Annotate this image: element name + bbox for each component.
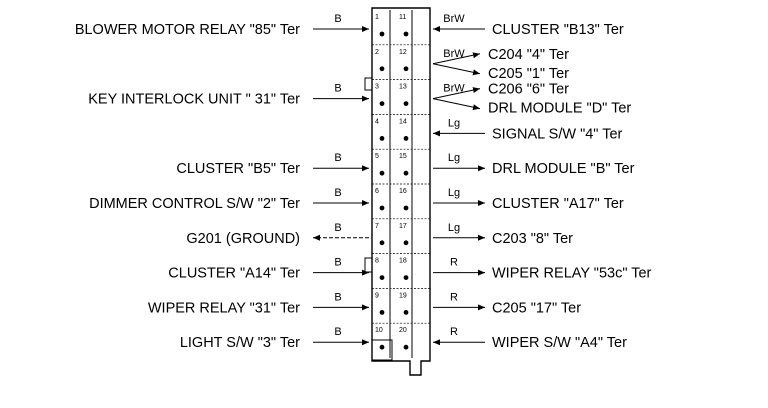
pin-terminal (379, 31, 385, 37)
pin-number: 14 (399, 118, 407, 125)
wire-color-label: B (334, 152, 341, 164)
pin-terminal (379, 344, 385, 350)
right-terminal-label: C205 "17" Ter (492, 300, 581, 316)
wire-arrow-out (432, 98, 481, 111)
wire-color-label: R (450, 291, 458, 303)
pin-terminal (403, 344, 409, 350)
left-terminal-label: BLOWER MOTOR RELAY "85" Ter (75, 22, 300, 38)
pin-terminal (379, 136, 385, 141)
pin-number: 1 (375, 14, 379, 21)
wire-color-label: B (334, 187, 341, 199)
left-terminal-label: WIPER RELAY "31" Ter (148, 300, 300, 316)
pin-terminal (379, 310, 385, 315)
pin-number: 6 (375, 188, 379, 195)
wire-color-label: Lg (448, 222, 460, 234)
pin-number: 18 (399, 258, 407, 265)
wire-color-label: Lg (448, 187, 460, 199)
wire-color-label: Lg (448, 117, 460, 129)
wire-color-label: R (450, 257, 458, 269)
pin-number: 3 (375, 84, 379, 91)
wire-color-label: Lg (448, 152, 460, 164)
right-terminal-label: SIGNAL S/W "4" Ter (492, 126, 623, 142)
pin-terminal (403, 205, 409, 211)
pin-terminal (379, 275, 385, 280)
right-terminal-label: C206 "6" Ter (488, 82, 569, 98)
wire-color-label: B (334, 257, 341, 269)
left-terminal-label: G201 (GROUND) (186, 231, 300, 247)
pin-terminal (403, 240, 409, 246)
wire-arrow-out (432, 63, 481, 76)
wire-color-label: B (334, 326, 341, 338)
pin-terminal (403, 66, 409, 72)
left-terminal-label: LIGHT S/W "3" Ter (180, 335, 300, 351)
right-terminal-label: DRL MODULE "D" Ter (488, 101, 631, 117)
right-terminal-label: CLUSTER "A17" Ter (492, 196, 624, 212)
pin-number: 8 (375, 258, 379, 265)
pin-number: 11 (399, 14, 406, 21)
right-terminal-label: WIPER S/W "A4" Ter (492, 335, 627, 351)
pin-terminal (379, 170, 385, 176)
wire-color-label: B (334, 83, 341, 95)
pin-number: 10 (375, 327, 383, 334)
left-terminal-label: CLUSTER "A14" Ter (168, 266, 300, 282)
wire-color-label: BrW (443, 83, 465, 95)
pin-number: 5 (375, 153, 379, 160)
right-terminal-label: CLUSTER "B13" Ter (492, 22, 624, 38)
pin-terminal (403, 275, 409, 280)
pin-number: 9 (375, 292, 379, 299)
pin-number: 2 (375, 49, 379, 56)
pin-number: 20 (399, 327, 407, 334)
pin-terminal (379, 101, 385, 106)
pin-number: 7 (375, 223, 379, 230)
pin-terminal (403, 310, 409, 315)
right-terminal-label: C205 "1" Ter (488, 66, 569, 82)
wire-color-label: BrW (443, 13, 465, 25)
left-terminal-label: CLUSTER "B5" Ter (176, 161, 300, 177)
wire-color-label: B (334, 222, 341, 234)
right-terminal-label: C203 "8" Ter (492, 231, 573, 247)
pin-number: 16 (399, 188, 407, 195)
pin-number: 13 (399, 84, 407, 91)
pin-terminal (403, 170, 409, 176)
wire-arrow-out (432, 52, 481, 65)
wire-color-label: B (334, 291, 341, 303)
pin-terminal (379, 205, 385, 211)
pin-terminal (403, 101, 409, 106)
pin-number: 4 (375, 118, 379, 125)
pin-terminal (379, 240, 385, 246)
pin-number: 12 (399, 49, 407, 56)
right-terminal-label: C204 "4" Ter (488, 47, 569, 63)
left-terminal-label: KEY INTERLOCK UNIT " 31" Ter (88, 92, 300, 108)
right-terminal-label: DRL MODULE "B" Ter (492, 161, 635, 177)
wire-arrow-out (432, 87, 481, 100)
wire-color-label: BrW (443, 48, 465, 60)
pin-terminal (403, 136, 409, 141)
pin-number: 17 (399, 223, 407, 230)
left-terminal-label: DIMMER CONTROL S/W "2" Ter (89, 196, 300, 212)
wire-color-label: B (334, 13, 341, 25)
right-terminal-label: WIPER RELAY "53c" Ter (492, 266, 652, 282)
pin-terminal (379, 66, 385, 72)
wire-color-label: R (450, 326, 458, 338)
pin-terminal (403, 31, 409, 37)
pin-number: 15 (399, 153, 407, 160)
pin-number: 19 (399, 292, 407, 299)
